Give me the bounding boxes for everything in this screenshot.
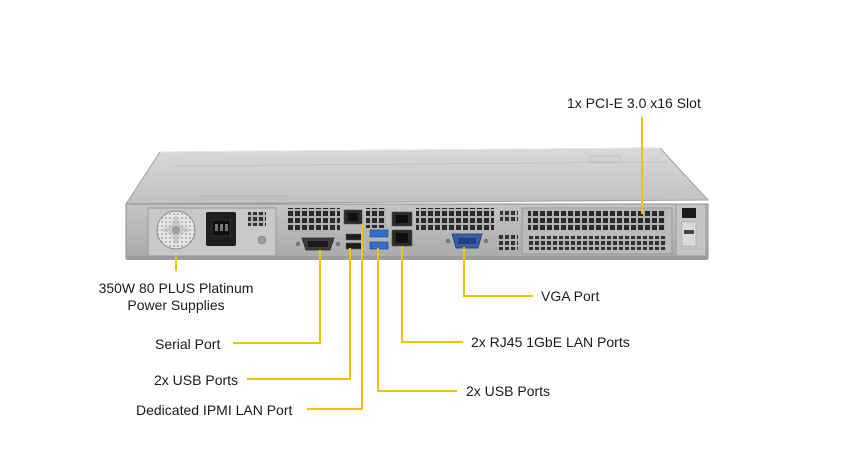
leader-line-vga xyxy=(463,247,533,297)
leader-line-lan xyxy=(401,246,463,343)
rear-vent-grid xyxy=(498,234,518,250)
power-supply-module xyxy=(147,207,277,257)
leader-line-usb-left xyxy=(247,248,351,380)
rear-vent-grid xyxy=(416,208,494,230)
serial-port-connector xyxy=(295,237,341,251)
rear-vent-grid xyxy=(288,208,340,232)
leader-line-serial xyxy=(233,250,321,344)
vga-port-label: VGA Port xyxy=(541,288,600,304)
usb-ports-right-label: 2x USB Ports xyxy=(466,383,551,399)
ipmi-lan-port xyxy=(343,209,363,225)
lan-ports-label: 2x RJ45 1GbE LAN Ports xyxy=(471,334,630,350)
rj45-lan-ports xyxy=(391,211,413,247)
chassis-top-cover xyxy=(125,147,710,205)
pcie-slot-label: 1x PCI-E 3.0 x16 Slot xyxy=(567,95,701,111)
serial-port-label: Serial Port xyxy=(155,336,221,352)
pcie-expansion-slot xyxy=(521,203,707,257)
usb-ports-left-label: 2x USB Ports xyxy=(154,372,239,388)
leader-line-usb-right xyxy=(377,248,457,392)
vga-port-connector xyxy=(445,233,489,249)
power-supply-label-line2: Power Supplies xyxy=(127,297,225,313)
rear-vent-grid xyxy=(366,208,386,228)
power-supply-label: 350W 80 PLUS Platinum Power Supplies xyxy=(74,280,278,314)
ipmi-lan-port-label: Dedicated IPMI LAN Port xyxy=(136,402,293,418)
leader-line-ipmi xyxy=(307,224,363,410)
power-supply-label-line1: 350W 80 PLUS Platinum xyxy=(98,280,254,296)
callout-leader-lines xyxy=(175,117,643,410)
rear-vent-grid xyxy=(500,210,518,222)
